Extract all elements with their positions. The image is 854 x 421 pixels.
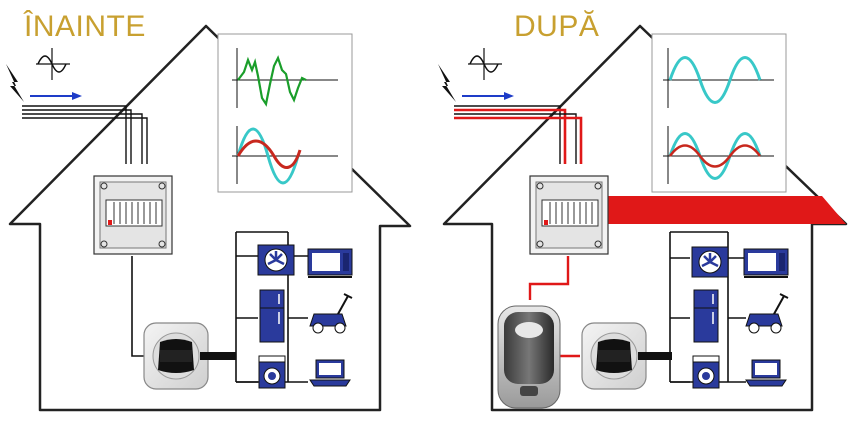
panel-title-after: DUPĂ (514, 10, 599, 43)
panel-title-before: ÎNAINTE (23, 10, 146, 43)
breaker-panel-icon (529, 175, 609, 255)
microwave-icon (307, 248, 353, 278)
noisy-wave (237, 55, 307, 107)
supply-wires-after (454, 105, 583, 164)
clean-wave-after (668, 132, 762, 180)
breaker-panel-icon (93, 175, 173, 255)
fridge-icon (259, 289, 285, 343)
plug-cable (200, 352, 236, 360)
graph-panel-before (217, 33, 353, 193)
red-wave-after (668, 144, 762, 168)
sine-source-icon (467, 47, 503, 81)
lightning-icon (438, 64, 456, 102)
graph-panel-after (651, 33, 787, 193)
wall-socket-icon (143, 322, 209, 390)
washer-icon (692, 355, 720, 389)
fan-icon (690, 245, 730, 279)
current-arrow (30, 92, 82, 100)
power-saver-device-icon (497, 305, 561, 409)
red-wave-before (236, 139, 302, 169)
lightning-icon (6, 64, 24, 102)
plug-cable (638, 352, 672, 360)
clean-wave-top (668, 56, 762, 104)
fridge-icon (693, 289, 719, 343)
wall-socket-icon (581, 322, 647, 390)
red-roof-band (608, 196, 846, 224)
panel-before: ÎNAINTE (6, 10, 412, 412)
supply-wires-before (22, 105, 148, 164)
panel-after: DUPĂ (438, 10, 848, 412)
fan-icon (256, 243, 296, 277)
microwave-icon (743, 248, 789, 278)
laptop-icon (309, 359, 351, 387)
laptop-icon (745, 359, 787, 387)
current-arrow (462, 92, 514, 100)
sine-source-icon (35, 47, 71, 81)
washer-icon (258, 355, 286, 389)
clean-wave-before (236, 127, 300, 185)
